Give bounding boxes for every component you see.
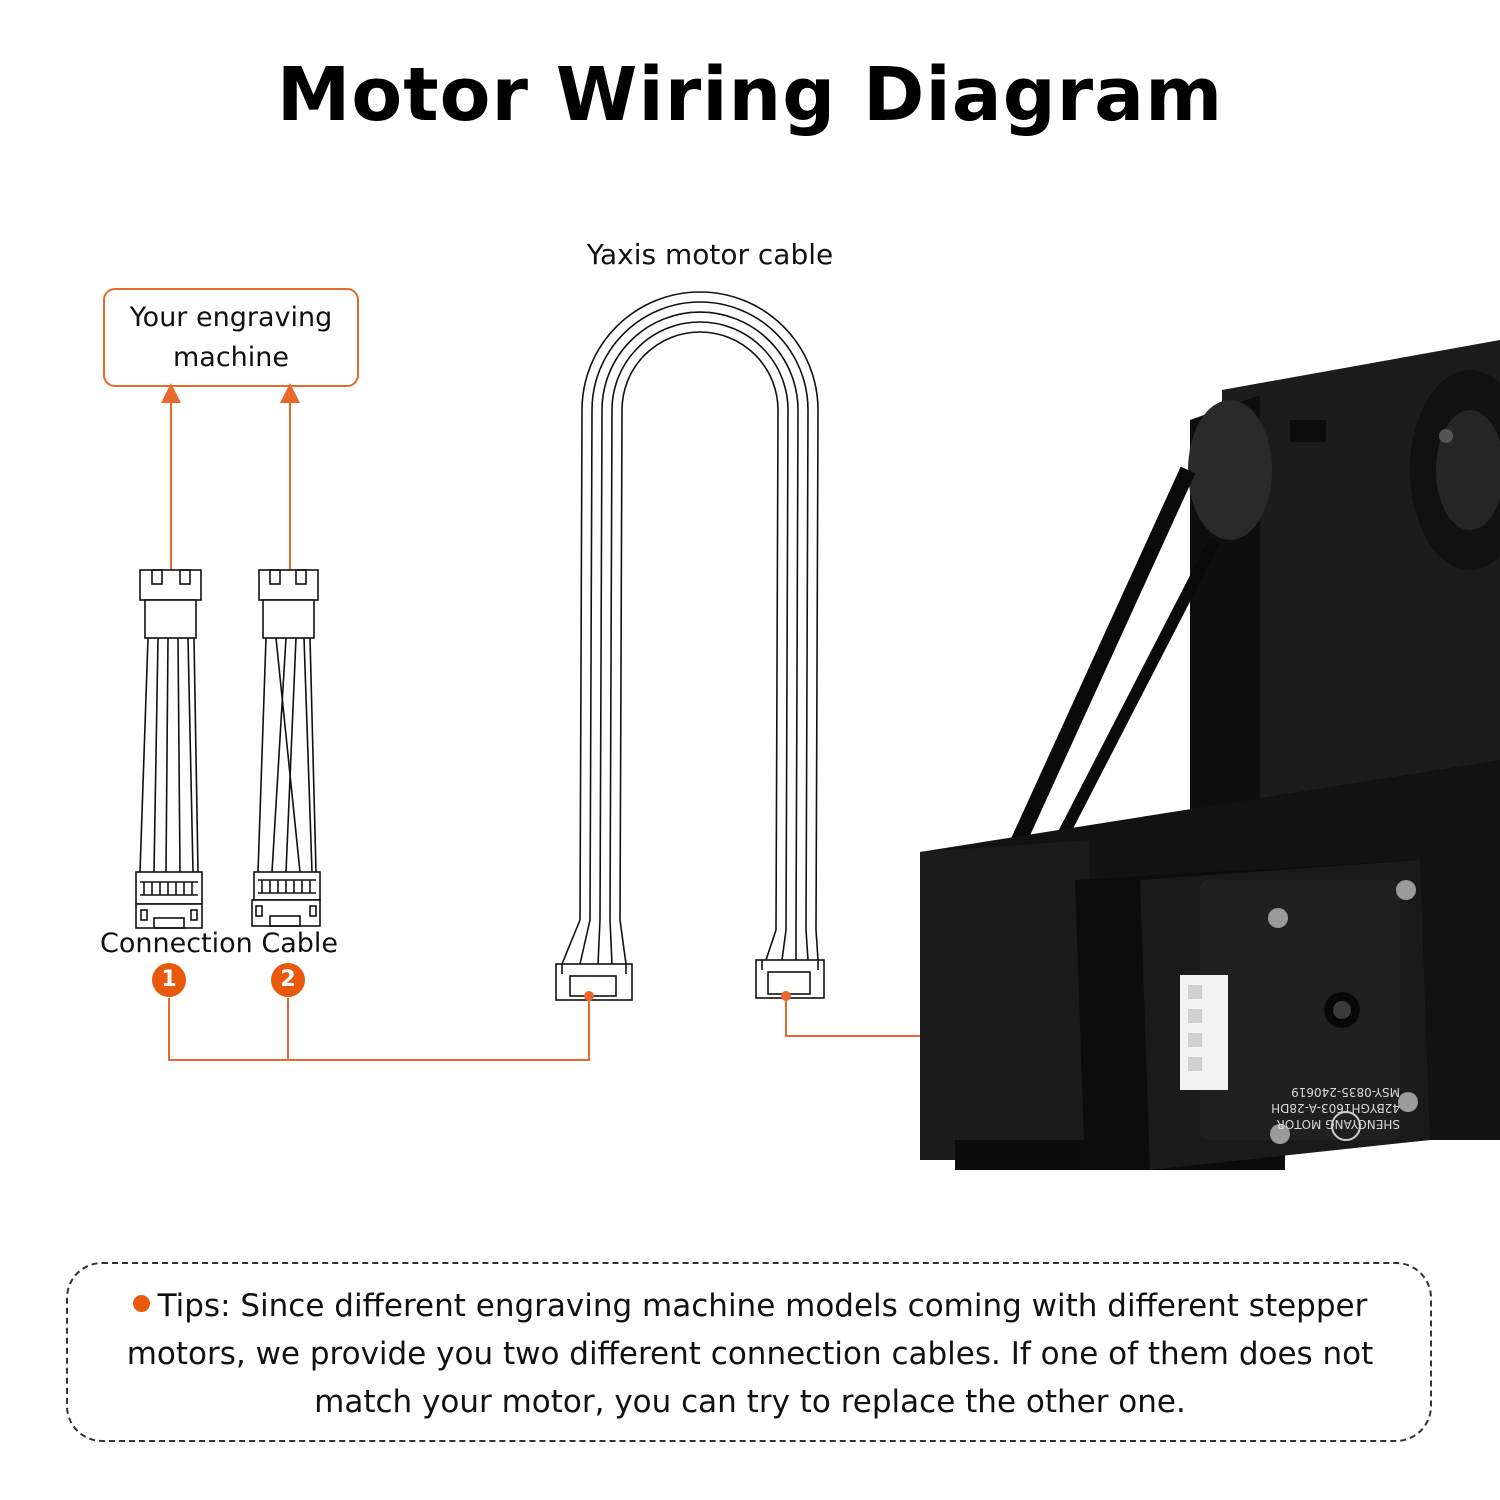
connection-cable-1: [135, 569, 203, 929]
page-title: Motor Wiring Diagram: [276, 52, 1224, 138]
tips-text: Tips: Since different engraving machine …: [126, 1288, 1374, 1420]
connection-cable-2: [251, 569, 321, 927]
tips-box: [66, 1262, 1432, 1442]
connection-path-badges: [168, 998, 590, 1061]
machine-label-line2: machine: [172, 341, 290, 373]
engraving-machine-box: Your engraving machine: [103, 288, 359, 387]
machine-label-line1: Your engraving: [129, 301, 333, 333]
left-connector-dot: [584, 991, 594, 1001]
connection-cable-label: Connection Cable: [100, 928, 339, 959]
yaxis-cable-label: Yaxis motor cable: [586, 238, 834, 271]
motor-label-line3: MSY-0835-240619: [1291, 1085, 1400, 1099]
motor-label-line2: 42BYGH1603-A-28DH: [1271, 1101, 1400, 1115]
motor-label-line1: SHENGYANG MOTOR: [1276, 1117, 1400, 1131]
badge-2: 2: [271, 963, 305, 997]
yaxis-motor-cable: [555, 291, 825, 1001]
tips-paragraph: Tips: Since different engraving machine …: [90, 1282, 1410, 1426]
sy-logo: [1331, 1111, 1361, 1141]
badge-1: 1: [152, 963, 186, 997]
tips-bullet-icon: [132, 1295, 150, 1312]
motor-assembly-image: SHENGYANG MOTOR 42BYGH1603-A-28DH MSY-08…: [920, 340, 1500, 1170]
